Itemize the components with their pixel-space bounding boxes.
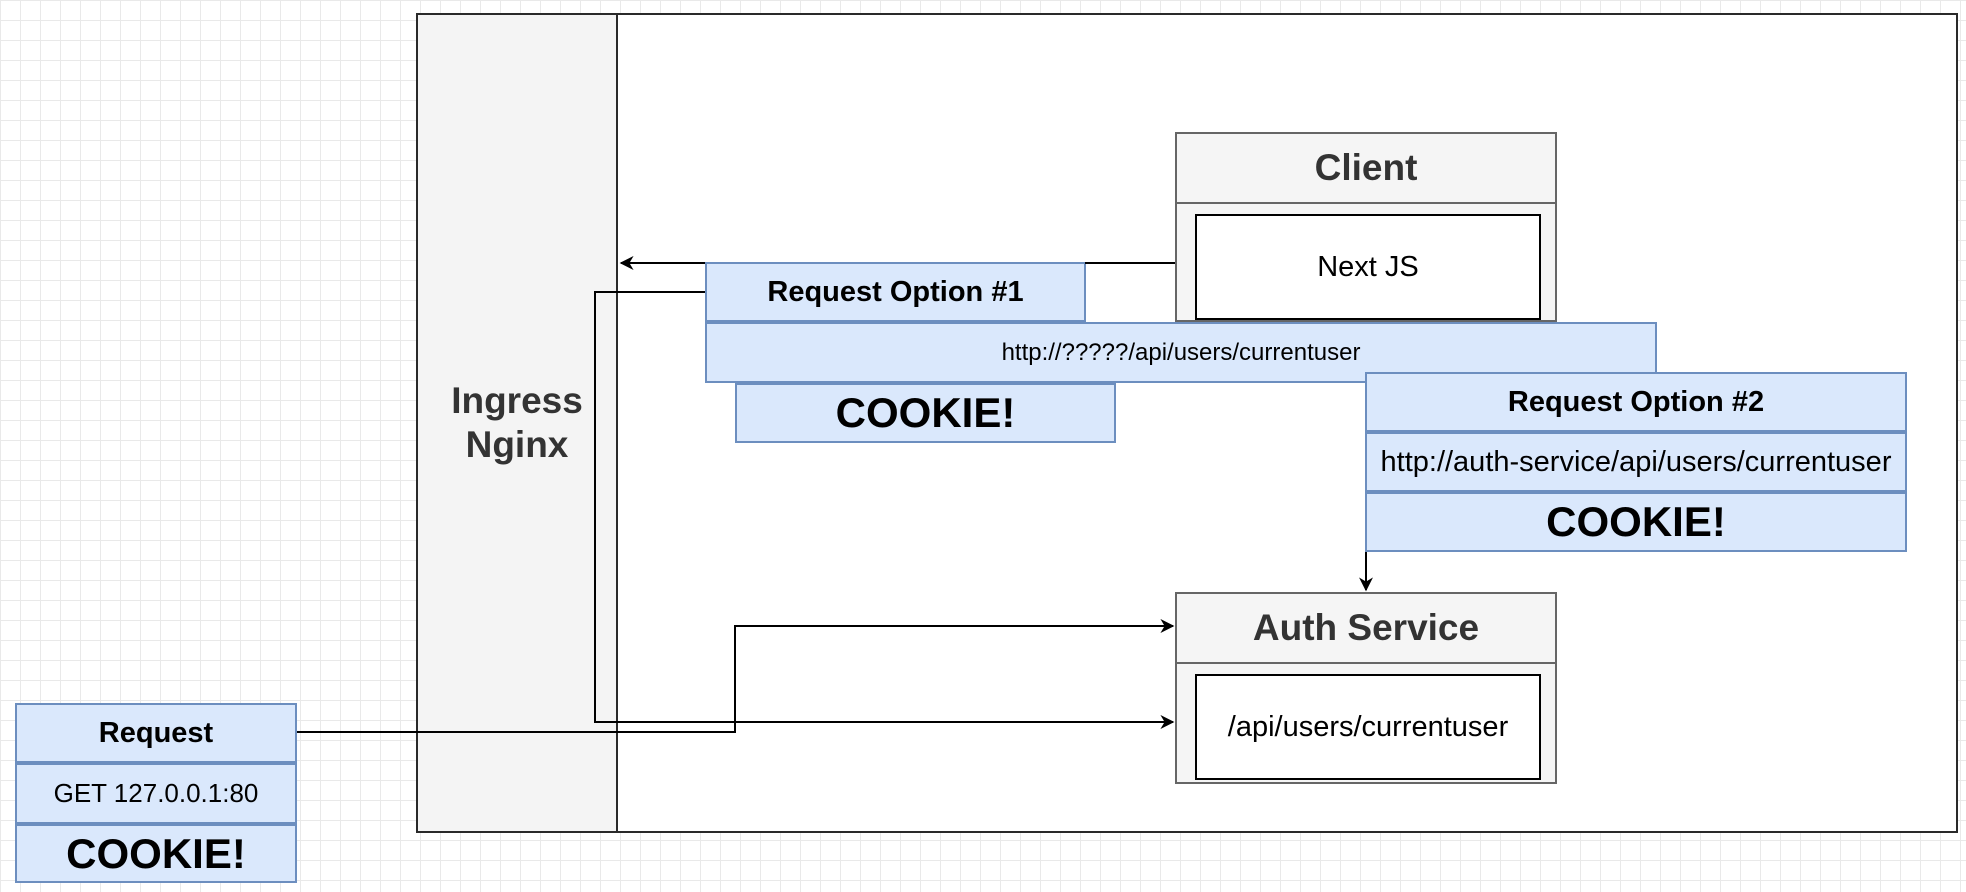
client-next-js-box: Next JS — [1195, 214, 1541, 320]
request-option-1-url: http://?????/api/users/currentuser — [705, 322, 1657, 383]
request-option-1-title: Request Option #1 — [705, 262, 1086, 322]
request-option-2-cookie: COOKIE! — [1365, 492, 1907, 552]
client-service: Client Next JS — [1175, 132, 1557, 322]
request-method-url: GET 127.0.0.1:80 — [15, 763, 297, 824]
ingress-label: Ingress Nginx — [451, 379, 583, 468]
auth-service: Auth Service /api/users/currentuser — [1175, 592, 1557, 784]
edge-request-to-auth-service — [297, 619, 1175, 733]
request-title: Request — [15, 703, 297, 763]
request-option-1-cookie: COOKIE! — [735, 383, 1116, 443]
ingress-nginx-box: Ingress Nginx — [416, 13, 618, 833]
request-cookie: COOKIE! — [15, 824, 297, 883]
client-title: Client — [1177, 134, 1555, 204]
ingress-label-line-1: Ingress — [451, 379, 583, 421]
edge-ingress-to-auth-route — [594, 291, 1175, 729]
auth-route-box: /api/users/currentuser — [1195, 674, 1541, 780]
auth-service-title: Auth Service — [1177, 594, 1555, 664]
request-option-2-title: Request Option #2 — [1365, 372, 1907, 432]
ingress-label-line-2: Nginx — [465, 424, 569, 465]
request-option-2-url: http://auth-service/api/users/currentuse… — [1365, 432, 1907, 492]
